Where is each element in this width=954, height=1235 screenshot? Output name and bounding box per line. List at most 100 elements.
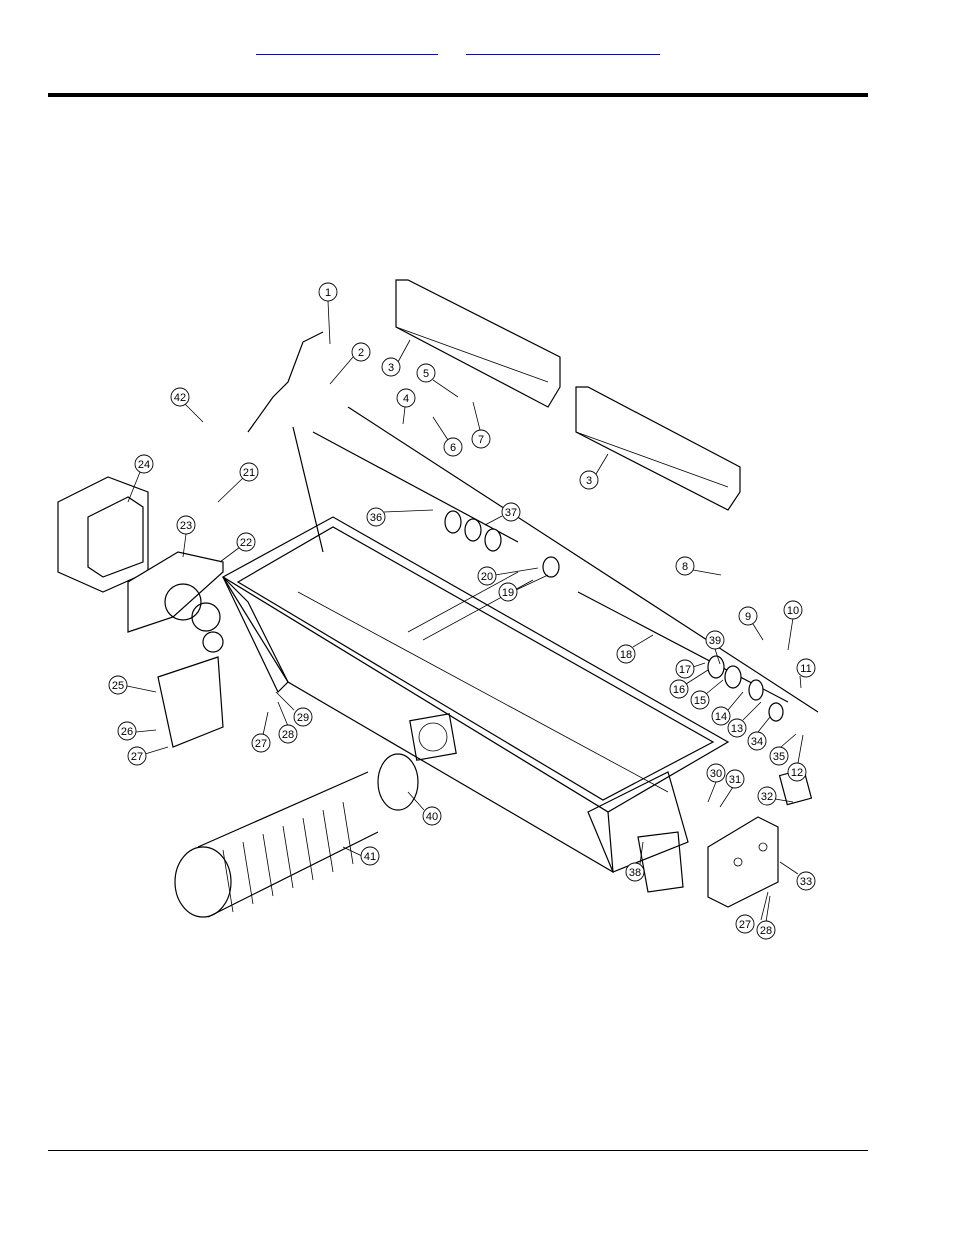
- callout-35: [769, 746, 789, 766]
- callout-38: [625, 862, 645, 882]
- svg-text:8: 8: [682, 561, 688, 573]
- svg-text:39: 39: [709, 635, 721, 647]
- callout-21: [239, 462, 259, 482]
- callout-1: [318, 282, 338, 302]
- svg-text:15: 15: [694, 695, 706, 707]
- callout-28-right: [756, 920, 776, 940]
- callout-11: [796, 658, 816, 678]
- callout-2: [351, 342, 371, 362]
- svg-text:9: 9: [745, 611, 751, 623]
- svg-text:42: 42: [174, 392, 186, 404]
- svg-text:6: 6: [450, 442, 456, 454]
- callout-16: [669, 679, 689, 699]
- right-end-cover: [637, 768, 813, 908]
- svg-text:25: 25: [112, 680, 124, 692]
- callout-12: [787, 762, 807, 782]
- svg-text:19: 19: [502, 587, 514, 599]
- parts-exploded-diagram: 1 2 3 3 4 5 6 7 8 9 10 11: [57, 279, 819, 940]
- svg-text:3: 3: [586, 475, 592, 487]
- callout-30: [706, 763, 726, 783]
- callout-17: [675, 659, 695, 679]
- svg-text:18: 18: [620, 649, 632, 661]
- callout-10: [783, 600, 803, 620]
- callout-40: [422, 806, 442, 826]
- hopper-body: [221, 516, 730, 874]
- callout-7: [471, 429, 491, 449]
- svg-text:30: 30: [710, 768, 722, 780]
- callout-14: [711, 706, 731, 726]
- svg-text:22: 22: [240, 537, 252, 549]
- svg-text:29: 29: [297, 712, 309, 724]
- svg-text:7: 7: [478, 434, 484, 446]
- callout-29: [293, 707, 313, 727]
- svg-text:11: 11: [800, 663, 811, 675]
- svg-text:28: 28: [282, 729, 294, 741]
- callout-25: [108, 675, 128, 695]
- svg-text:28: 28: [760, 925, 772, 937]
- callout-23: [176, 515, 196, 535]
- callout-36: [366, 507, 386, 527]
- svg-text:31: 31: [729, 774, 741, 786]
- footer-rule: [48, 1150, 868, 1151]
- svg-text:33: 33: [800, 876, 812, 888]
- svg-text:20: 20: [481, 571, 493, 583]
- callout-13: [727, 718, 747, 738]
- svg-text:24: 24: [138, 459, 150, 471]
- svg-text:16: 16: [673, 684, 685, 696]
- callout-27-mid: [251, 733, 271, 753]
- svg-text:12: 12: [791, 767, 803, 779]
- callout-18: [616, 644, 636, 664]
- air-hose: [174, 753, 419, 918]
- svg-text:27: 27: [255, 738, 267, 750]
- callout-15: [690, 690, 710, 710]
- svg-text:27: 27: [131, 751, 143, 763]
- callout-22: [236, 532, 256, 552]
- callout-8: [675, 556, 695, 576]
- callout-32: [757, 786, 777, 806]
- callout-28-mid: [278, 724, 298, 744]
- callout-34: [747, 731, 767, 751]
- svg-text:27: 27: [739, 919, 751, 931]
- hopper-lids: [395, 279, 741, 511]
- header-link-primary[interactable]: [256, 34, 438, 55]
- callout-39: [705, 630, 725, 650]
- svg-text:34: 34: [751, 736, 763, 748]
- callout-20: [477, 566, 497, 586]
- svg-text:1: 1: [325, 287, 331, 299]
- svg-text:10: 10: [787, 605, 799, 617]
- callout-19: [498, 582, 518, 602]
- svg-text:2: 2: [358, 347, 364, 359]
- rollers: [444, 510, 784, 722]
- callout-31: [725, 769, 745, 789]
- svg-text:17: 17: [679, 664, 691, 676]
- callout-37: [501, 502, 521, 522]
- header-rule: [48, 93, 868, 97]
- callouts: 1 2 3 3 4 5 6 7 8 9 10 11: [108, 282, 816, 940]
- svg-text:21: 21: [243, 467, 255, 479]
- svg-text:5: 5: [423, 368, 429, 380]
- svg-text:3: 3: [388, 362, 394, 374]
- header-link-secondary[interactable]: [466, 34, 660, 55]
- svg-text:14: 14: [715, 711, 727, 723]
- callout-3-upper: [381, 357, 401, 377]
- callout-4: [396, 388, 416, 408]
- svg-text:23: 23: [180, 520, 192, 532]
- callout-33: [796, 871, 816, 891]
- svg-text:38: 38: [629, 867, 641, 879]
- svg-text:4: 4: [403, 393, 409, 405]
- drive-housing: [57, 476, 224, 748]
- callout-6: [443, 437, 463, 457]
- svg-text:41: 41: [364, 851, 376, 863]
- callout-42: [170, 387, 190, 407]
- callout-9: [738, 606, 758, 626]
- callout-41: [360, 846, 380, 866]
- callout-24: [134, 454, 154, 474]
- svg-text:13: 13: [731, 723, 743, 735]
- svg-text:36: 36: [370, 512, 382, 524]
- callout-27-right: [735, 914, 755, 934]
- svg-text:35: 35: [773, 751, 785, 763]
- callout-27-left: [127, 746, 147, 766]
- svg-text:32: 32: [761, 791, 773, 803]
- callout-3-lower: [579, 470, 599, 490]
- callout-26: [117, 721, 137, 741]
